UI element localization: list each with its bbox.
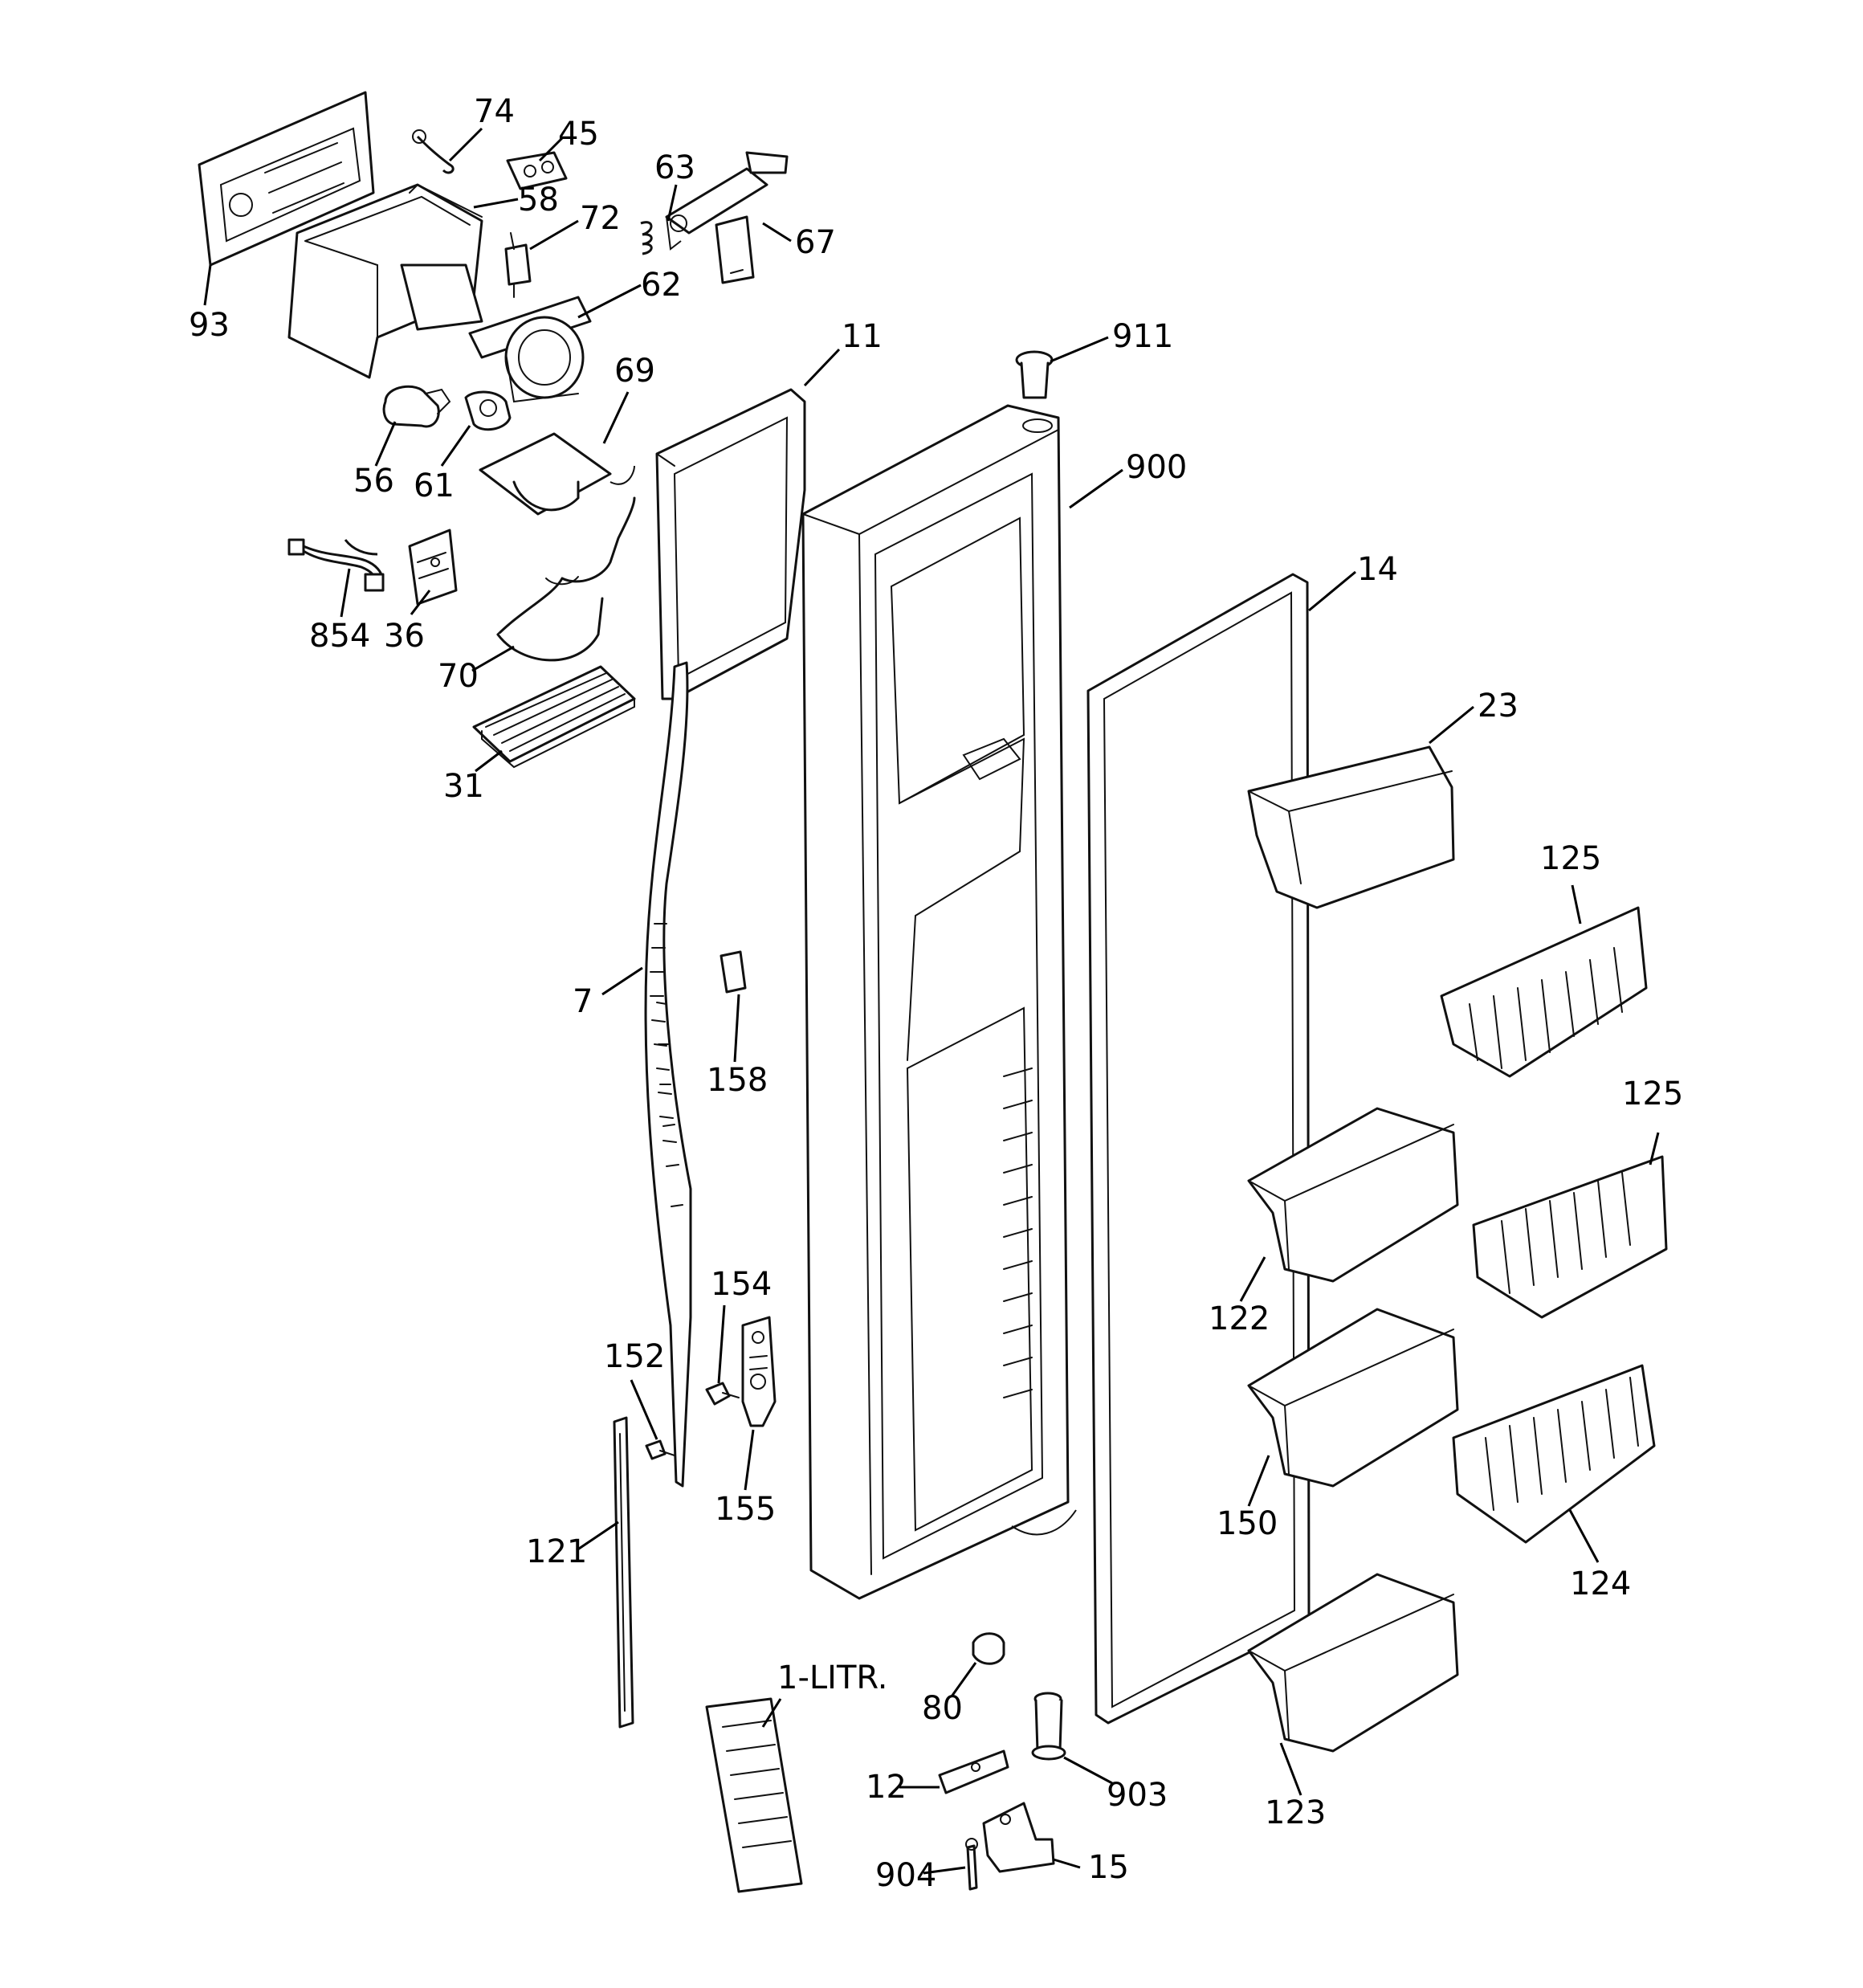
callout-74: 74 (474, 93, 515, 130)
callout-11: 11 (842, 318, 883, 355)
callout-23: 23 (1478, 688, 1519, 725)
part-125-wire-shelf-lower (1472, 1155, 1668, 1319)
part-69-funnel (479, 432, 635, 516)
callout-155: 155 (715, 1491, 776, 1528)
callout-150: 150 (1217, 1505, 1278, 1542)
part-854-wire-harness (287, 538, 385, 592)
part-152-screw (645, 1439, 675, 1460)
callout-67: 67 (795, 224, 836, 261)
part-58-dispenser-housing (287, 183, 483, 379)
callout-125-lower: 125 (1622, 1076, 1683, 1112)
callout-80: 80 (922, 1690, 963, 1727)
part-7-handle-trim (644, 661, 692, 1488)
part-150-door-bin (1247, 1308, 1459, 1488)
part-14-door-gasket (1086, 573, 1311, 1725)
part-61-socket (464, 390, 512, 431)
part-31-drip-tray-grille (472, 665, 636, 769)
part-124-wire-shelf (1452, 1364, 1656, 1544)
callout-121: 121 (526, 1533, 587, 1570)
callout-158: 158 (707, 1062, 768, 1099)
callout-56: 56 (353, 463, 394, 500)
part-62-chute-assembly (468, 296, 592, 403)
callout-125-upper: 125 (1540, 840, 1601, 877)
callout-904: 904 (875, 1857, 936, 1894)
part-12-bracket (938, 1749, 1009, 1794)
part-74-spring (412, 129, 455, 174)
part-63-spring (640, 216, 682, 255)
part-15-hinge (982, 1802, 1055, 1873)
part-36-switch (408, 529, 458, 606)
callout-labels: 93 74 45 58 63 72 67 62 11 911 69 56 61 … (189, 93, 1683, 1894)
part-155-hinge-bracket (741, 1316, 777, 1427)
callout-911: 911 (1112, 318, 1173, 355)
callout-123: 123 (1265, 1794, 1326, 1831)
callout-58: 58 (518, 182, 559, 218)
callout-31: 31 (443, 768, 484, 805)
part-158-plug (720, 950, 747, 994)
part-911-bushing (1015, 350, 1054, 399)
callout-124: 124 (1570, 1565, 1631, 1602)
callout-900: 900 (1126, 449, 1187, 486)
part-45-bracket (506, 151, 568, 190)
part-80-plug (972, 1632, 1005, 1665)
part-70-guard (496, 496, 636, 662)
part-903-bushing (1031, 1692, 1066, 1761)
part-123-door-bin (1247, 1573, 1459, 1753)
callout-69: 69 (614, 353, 655, 390)
part-122-door-bin (1247, 1107, 1459, 1283)
leader-lines (203, 127, 1660, 1875)
callout-152: 152 (604, 1338, 665, 1375)
callout-63: 63 (654, 149, 695, 186)
part-72-switch (504, 232, 532, 298)
callout-62: 62 (641, 267, 682, 304)
callout-14: 14 (1357, 551, 1398, 588)
part-1-litr-label-card (705, 1697, 803, 1893)
part-125-wire-shelf-upper (1440, 906, 1648, 1078)
callout-61: 61 (414, 467, 455, 504)
part-93-control-panel (198, 91, 375, 267)
callout-93: 93 (189, 307, 230, 344)
part-904-screw (965, 1838, 978, 1891)
callout-7: 7 (573, 983, 593, 1020)
part-900-door (801, 404, 1077, 1600)
part-121-trim-strip (613, 1416, 634, 1729)
callout-72: 72 (580, 200, 621, 237)
part-11-dispenser-frame (655, 388, 806, 700)
callout-1-litr: 1-LITR. (777, 1659, 887, 1696)
part-56-bulb (382, 385, 451, 428)
part-67-actuator (665, 151, 789, 284)
callout-12: 12 (866, 1769, 907, 1806)
part-154-screw (705, 1382, 740, 1406)
callout-903: 903 (1107, 1777, 1168, 1814)
part-23-upper-door-bin (1247, 745, 1455, 909)
callout-70: 70 (438, 658, 479, 695)
callout-36: 36 (384, 618, 425, 655)
callout-854: 854 (309, 618, 370, 655)
callout-15: 15 (1088, 1849, 1129, 1886)
callout-154: 154 (711, 1266, 772, 1303)
callout-45: 45 (558, 116, 599, 153)
callout-122: 122 (1209, 1300, 1270, 1337)
